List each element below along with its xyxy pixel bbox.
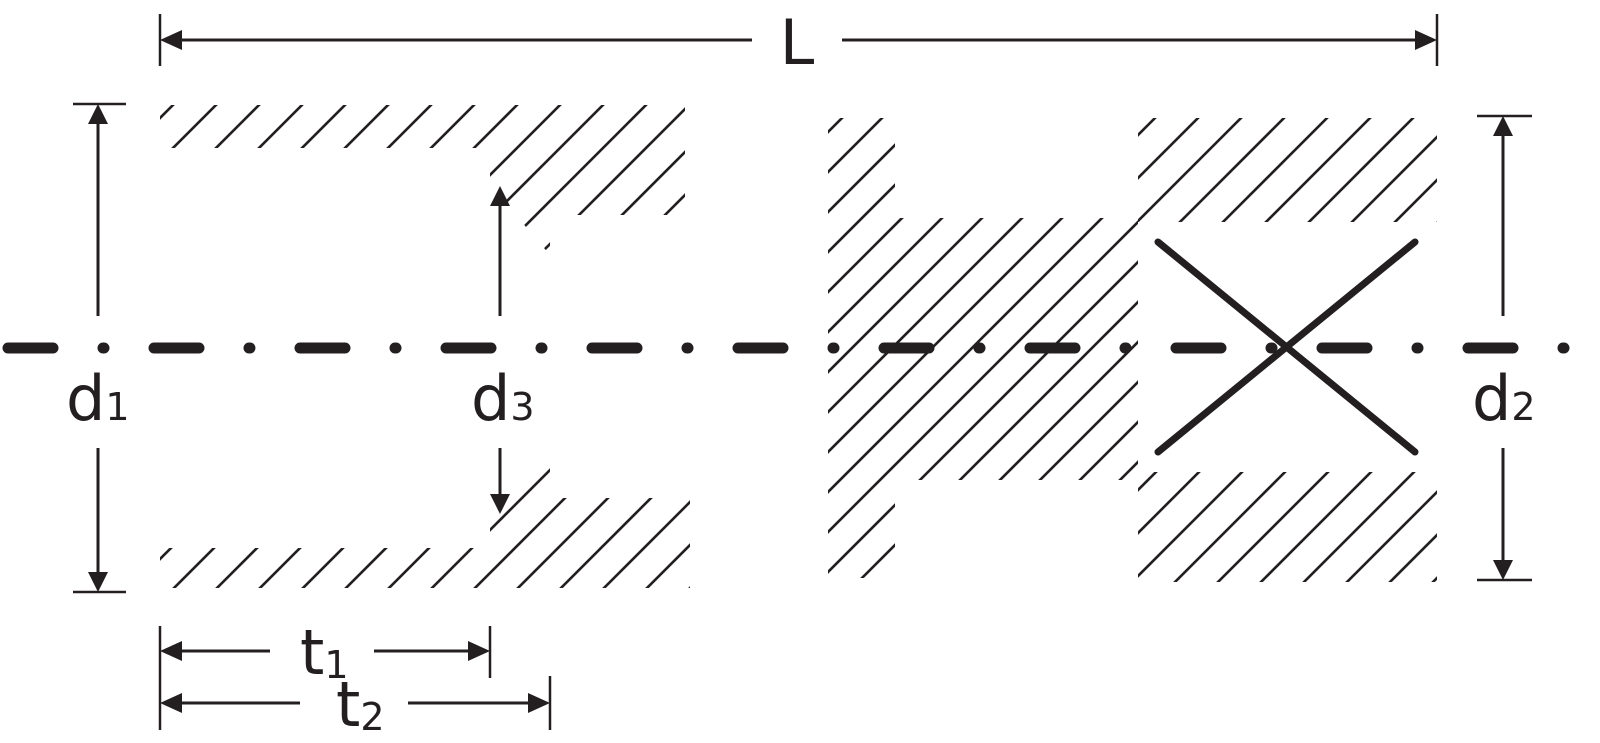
hatch-line (1338, 118, 1437, 222)
label-d1: d1 (66, 362, 130, 435)
hatch-line (1166, 118, 1298, 222)
hatch-line (1463, 460, 1598, 595)
hatch-line (290, 462, 442, 588)
hatch-line (442, 105, 614, 255)
hatch-line (1204, 472, 1341, 582)
hatch-line (270, 105, 442, 255)
hatch-line (160, 105, 227, 255)
hatch-line (990, 460, 1125, 595)
hatch-line (376, 462, 528, 588)
hatch-line (1165, 105, 1600, 595)
hatch-line (548, 462, 690, 588)
hatch-right-top (995, 105, 1600, 235)
label-d3: d3 (471, 362, 535, 435)
hatch-line (247, 462, 399, 588)
hatch-line (419, 462, 571, 588)
hatch-line (1209, 118, 1341, 222)
hatch-line (0, 450, 140, 600)
hatch-right-bottom (990, 460, 1600, 595)
square-drive-cross (1154, 238, 1419, 456)
hatch-line (614, 105, 685, 255)
hatch-line (677, 462, 690, 588)
label-t1: t1 (300, 616, 349, 689)
hatch-line (571, 105, 685, 255)
hatch-line (160, 105, 270, 255)
hatch-line (744, 95, 914, 265)
hatch-line (1554, 105, 1600, 235)
hatch-line (1138, 472, 1169, 582)
hatch-line (591, 462, 690, 588)
hatch-line (764, 450, 914, 600)
hatch-line (160, 462, 184, 588)
hatch-line (1138, 472, 1255, 582)
hatch-line (828, 118, 1138, 578)
hatch-line (505, 462, 657, 588)
hatch-line (0, 95, 140, 265)
hatch-line (184, 105, 356, 255)
hatch-line (1138, 118, 1169, 222)
hatch-line (787, 95, 957, 265)
hatch-line (485, 105, 657, 255)
dimension-t1: t1 (158, 616, 492, 730)
hatch-line (1376, 472, 1437, 582)
hatch-line (399, 105, 571, 255)
hatch-line (828, 118, 1096, 578)
hatch-line (828, 118, 1138, 578)
hatch-line (462, 462, 614, 588)
hatch-line (161, 462, 313, 588)
hatch-line (1511, 105, 1600, 235)
hatch-line (807, 450, 957, 600)
hatch-line (1419, 472, 1437, 582)
hatch-line (1138, 118, 1212, 222)
dimension-L: L (158, 6, 1439, 79)
hatch-line (1138, 118, 1255, 222)
hatch-line (204, 462, 356, 588)
hatch-line (995, 105, 1125, 235)
label-d2: d2 (1472, 362, 1536, 435)
hatch-line (828, 118, 976, 578)
hatch-line (634, 462, 690, 588)
dimension-d3: d3 (471, 186, 535, 514)
hatch-line (701, 95, 871, 265)
hatch-line (333, 462, 485, 588)
hatch-line (227, 105, 399, 255)
hatch-line (160, 105, 313, 255)
hatch-line (1252, 118, 1384, 222)
hatch-line (1506, 460, 1600, 595)
hatch-line (1381, 118, 1437, 222)
hatch-line (1333, 472, 1437, 582)
hatch-line (1138, 472, 1212, 582)
hatch-line (1290, 472, 1427, 582)
dimension-d1: d1 (66, 102, 130, 594)
label-t2: t2 (336, 668, 385, 741)
hatch-line (850, 450, 1000, 600)
label-L: L (780, 6, 815, 79)
hatch-line (1549, 460, 1600, 595)
hatch-line (657, 105, 685, 255)
hatch-line (1295, 118, 1427, 222)
hatch-line (1565, 105, 1600, 595)
hatch-line (1468, 105, 1598, 235)
dimension-d2: d2 (1472, 114, 1536, 582)
hatch-line (1161, 472, 1298, 582)
hatch-line (313, 105, 485, 255)
hatch-line (160, 462, 270, 588)
hatch-line (1205, 105, 1600, 595)
hatch-line (528, 105, 685, 255)
hatch-line (1424, 118, 1437, 222)
hatch-line (1247, 472, 1384, 582)
hatch-line (830, 95, 1000, 265)
hatch-line (828, 118, 936, 578)
dimension-t2: t2 (160, 668, 552, 741)
